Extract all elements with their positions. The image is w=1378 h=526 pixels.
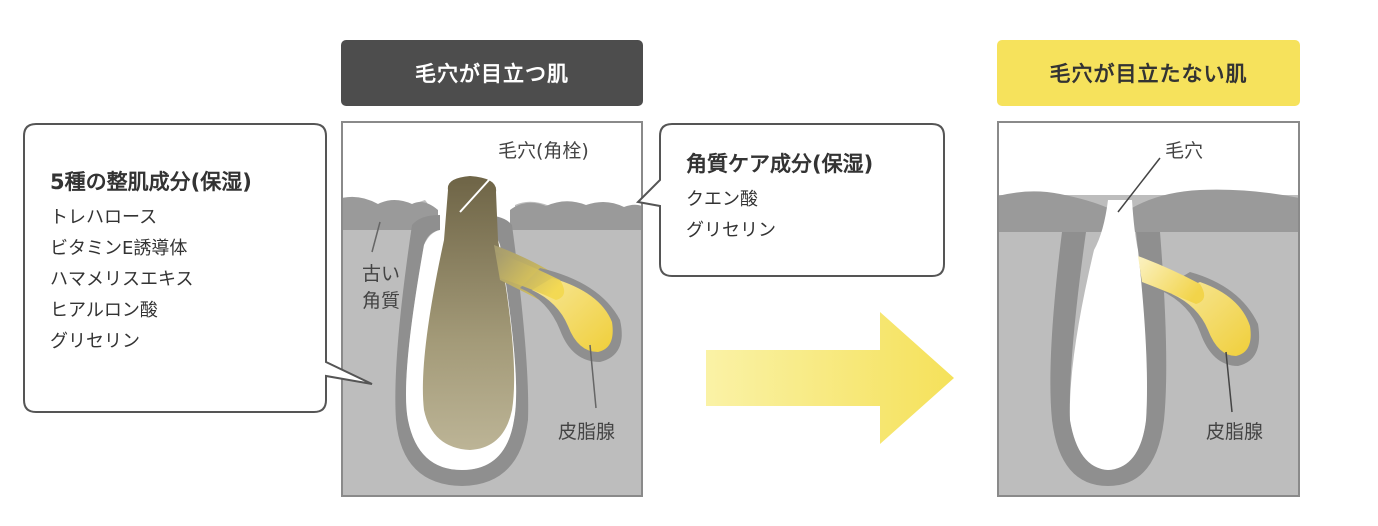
callout-left-item: ハマメリスエキス: [50, 269, 194, 290]
label-sebaceous-gland-left: 皮脂腺: [558, 421, 616, 443]
callout-right-title: 角質ケア成分(保湿): [686, 152, 874, 176]
callout-right-content: 角質ケア成分(保湿) クエン酸 グリセリン: [686, 148, 873, 246]
callout-left-item: ヒアルロン酸: [50, 300, 158, 321]
callout-left-title: 5種の整肌成分(保湿): [50, 170, 252, 194]
right-skin-diagram: [997, 121, 1300, 497]
callout-left-item: グリセリン: [50, 331, 140, 352]
callout-left-content: 5種の整肌成分(保湿) トレハロース ビタミンE誘導体 ハマメリスエキス ヒアル…: [50, 166, 252, 357]
callout-right-bubble: [635, 123, 945, 277]
transition-arrow: [706, 312, 954, 444]
label-sebaceous-gland-right: 皮脂腺: [1206, 421, 1264, 443]
left-panel-title: 毛穴が目立つ肌: [341, 40, 643, 106]
left-skin-diagram: [341, 121, 643, 497]
label-pore: 毛穴: [1165, 140, 1204, 162]
callout-right-item: クエン酸: [686, 189, 758, 210]
callout-left-item: トレハロース: [50, 207, 158, 228]
callout-right-item: グリセリン: [686, 220, 776, 241]
label-old-horny-line2: 角質: [362, 290, 401, 312]
label-pore-plug: 毛穴(角栓): [498, 140, 589, 162]
label-old-horny-line1: 古い: [362, 263, 401, 285]
right-panel-title: 毛穴が目立たない肌: [997, 40, 1300, 106]
callout-left-bubble: [23, 123, 373, 413]
callout-left-item: ビタミンE誘導体: [50, 238, 188, 259]
